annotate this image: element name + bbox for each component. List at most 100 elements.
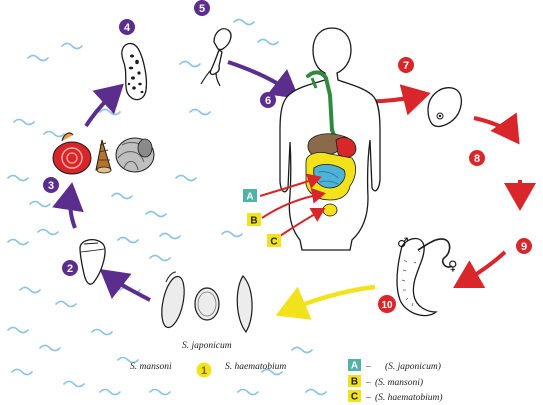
arrow-cercaria-to-human bbox=[227, 60, 300, 99]
sporocyst-illustration bbox=[121, 42, 148, 101]
stage-8-number: 8 bbox=[474, 153, 480, 165]
egg-mansoni bbox=[161, 271, 185, 329]
stage-9-number: 9 bbox=[521, 241, 527, 253]
legend-b-letter: B bbox=[351, 377, 358, 388]
male-symbol: ♂ bbox=[397, 236, 409, 251]
stage-badge-7: 7 bbox=[398, 57, 414, 73]
water-waves bbox=[7, 18, 327, 396]
pointer-c-label: C bbox=[270, 237, 277, 248]
pointer-b-label: B bbox=[250, 216, 257, 227]
legend-a-text: (S. japonicum) bbox=[385, 361, 441, 372]
legend-c-text: (S. haematobium) bbox=[375, 392, 443, 403]
water-wave bbox=[43, 130, 65, 138]
label-haematobium: S. haematobium bbox=[225, 362, 286, 372]
water-wave bbox=[99, 108, 121, 116]
legend-item-a: A – (S. japonicum) bbox=[348, 359, 441, 372]
human-host-figure bbox=[279, 27, 381, 251]
water-wave bbox=[7, 326, 29, 334]
snail-hosts bbox=[52, 132, 155, 175]
water-wave bbox=[11, 368, 33, 376]
pointer-badge-b: B bbox=[247, 213, 261, 227]
stage-badge-1: 1 bbox=[196, 362, 212, 378]
cercaria-illustration bbox=[200, 28, 232, 87]
red-snail bbox=[52, 132, 92, 175]
water-wave bbox=[13, 118, 35, 126]
snail-cycle-arrows bbox=[52, 60, 300, 302]
water-wave bbox=[55, 300, 77, 308]
schistosomulum-illustration bbox=[427, 87, 463, 128]
legend-a-letter: A bbox=[351, 361, 358, 372]
water-wave bbox=[61, 42, 83, 50]
legend-b-dash: – bbox=[365, 378, 371, 388]
water-wave bbox=[179, 60, 201, 68]
legend-c-dash: – bbox=[365, 393, 371, 403]
miracidium-illustration bbox=[79, 238, 106, 285]
arrow-snail-to-sporocyst bbox=[84, 83, 124, 128]
pointer-badge-a: A bbox=[243, 189, 257, 203]
water-wave bbox=[233, 18, 255, 26]
water-wave bbox=[257, 38, 279, 46]
water-wave bbox=[305, 388, 327, 396]
legend-c-letter: C bbox=[351, 392, 358, 403]
stage-5-number: 5 bbox=[199, 3, 205, 15]
water-wave bbox=[175, 174, 197, 182]
stage-6-number: 6 bbox=[265, 95, 271, 107]
female-symbol: ♀ bbox=[448, 259, 458, 274]
stage-badge-5: 5 bbox=[194, 0, 210, 16]
water-wave bbox=[149, 254, 171, 262]
water-wave bbox=[221, 230, 243, 238]
water-wave bbox=[27, 54, 49, 62]
stage-badge-8: 8 bbox=[469, 150, 485, 166]
water-wave bbox=[145, 210, 167, 218]
water-wave bbox=[7, 238, 29, 246]
egg-haematobium bbox=[236, 275, 253, 334]
legend-item-b: B – (S. mansoni) bbox=[348, 375, 423, 388]
organ-pointer-arrows bbox=[259, 173, 326, 237]
arrow-schistosomulum-to-liver bbox=[473, 112, 520, 145]
arrow-eggs-to-miracidium bbox=[99, 269, 151, 302]
label-japonicum: S. japonicum bbox=[182, 341, 232, 351]
stage-3-number: 3 bbox=[48, 180, 54, 192]
water-wave bbox=[237, 388, 259, 396]
water-wave bbox=[37, 228, 59, 236]
water-wave bbox=[261, 368, 283, 376]
stage-badge-3: 3 bbox=[43, 177, 59, 193]
stage-4-number: 4 bbox=[124, 22, 131, 34]
species-legend: A – (S. japonicum) B – (S. mansoni) C – … bbox=[348, 359, 443, 403]
water-wave bbox=[117, 236, 139, 244]
stage-7-number: 7 bbox=[403, 60, 409, 72]
water-wave bbox=[117, 356, 139, 364]
water-wave bbox=[7, 174, 29, 182]
water-wave bbox=[39, 344, 61, 352]
stage-badge-10: 10 bbox=[378, 295, 396, 313]
water-wave bbox=[291, 346, 313, 354]
water-wave bbox=[111, 192, 133, 200]
pointer-a-label: A bbox=[246, 192, 253, 203]
stage-badge-2: 2 bbox=[62, 260, 78, 276]
water-wave bbox=[149, 388, 171, 396]
conical-snail bbox=[95, 139, 112, 174]
water-wave bbox=[99, 388, 121, 396]
water-wave bbox=[189, 108, 211, 116]
arrow-miracidium-to-snail bbox=[52, 182, 84, 229]
stage-badge-6: 6 bbox=[260, 92, 276, 108]
water-wave bbox=[63, 380, 85, 388]
legend-b-text: (S. mansoni) bbox=[375, 377, 423, 388]
pointer-badge-c: C bbox=[267, 234, 281, 248]
egg-illustrations bbox=[161, 271, 253, 334]
digestive-tract bbox=[306, 70, 338, 142]
adult-worms-illustration: ♂ ♀ bbox=[396, 236, 458, 317]
stage-10-number: 10 bbox=[381, 300, 393, 311]
legend-item-c: C – (S. haematobium) bbox=[348, 390, 443, 403]
water-wave bbox=[91, 328, 113, 336]
egg-japonicum bbox=[194, 287, 220, 321]
arrow-eggs-excreted bbox=[275, 284, 376, 320]
legend-a-dash: – bbox=[365, 362, 371, 372]
stage-badge-4: 4 bbox=[119, 19, 135, 35]
water-wave bbox=[29, 200, 51, 208]
grey-snail bbox=[115, 137, 155, 173]
water-wave bbox=[159, 232, 181, 240]
stage-badge-9: 9 bbox=[516, 238, 532, 254]
water-wave bbox=[19, 286, 41, 294]
